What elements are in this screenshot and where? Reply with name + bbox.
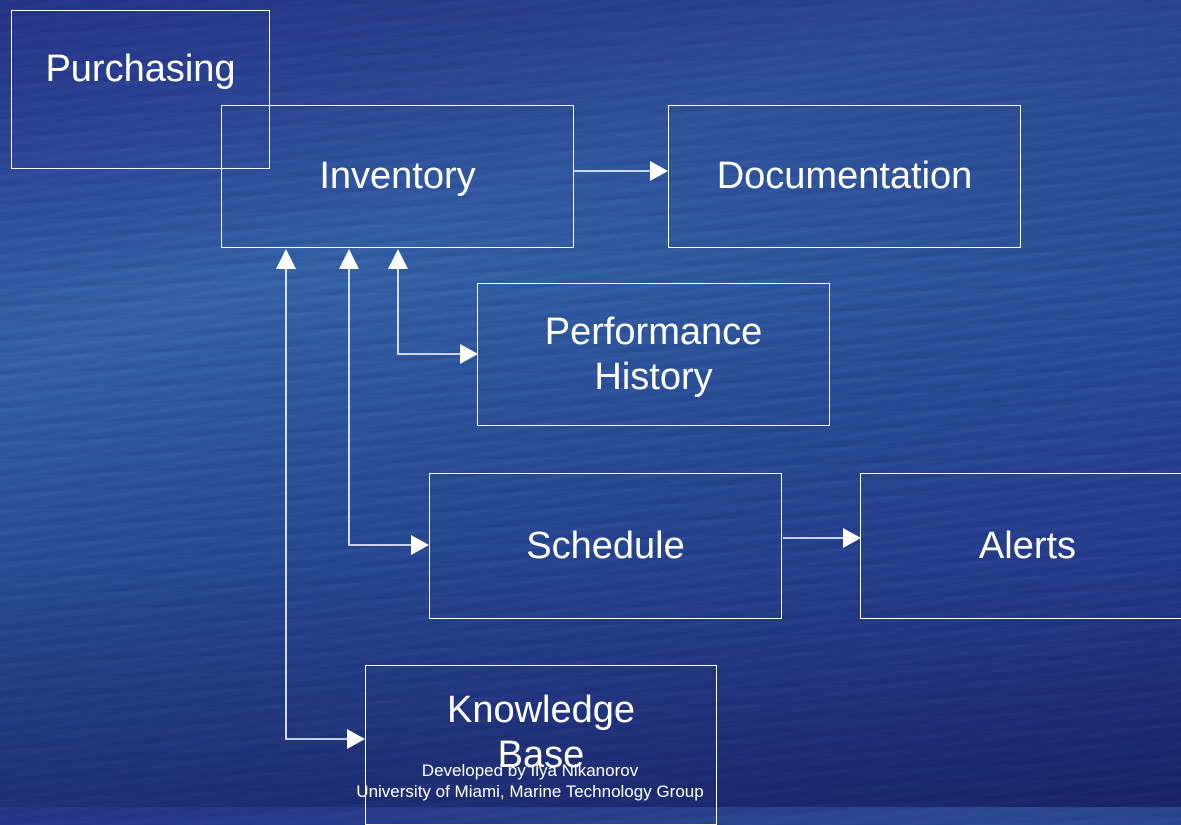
arrow-inventory-performance-line (397, 268, 462, 355)
node-schedule: Schedule (429, 473, 782, 619)
arrowhead-alerts (843, 528, 861, 548)
arrowhead-inventory-from-schedule (339, 249, 359, 269)
node-inventory-label: Inventory (319, 155, 476, 198)
footer-developer: Developed by Ilya Nikanorov (421, 761, 639, 780)
node-documentation: Documentation (668, 105, 1021, 248)
node-purchasing: Purchasing (11, 10, 270, 169)
node-schedule-label: Schedule (526, 524, 685, 567)
node-performance-history-label: Performance History (544, 310, 763, 398)
arrowhead-documentation (650, 161, 668, 181)
footer-credits: Developed by Ilya Nikanorov University o… (200, 760, 860, 802)
arrowhead-knowledge-base (347, 729, 365, 749)
node-inventory: Inventory (221, 105, 574, 248)
node-performance-history: Performance History (477, 283, 830, 426)
arrow-inventory-knowledge-line (285, 268, 349, 740)
connector-layer (0, 0, 1181, 807)
footer-organization: University of Miami, Marine Technology G… (356, 782, 704, 801)
arrowhead-performance-history (460, 344, 478, 364)
node-documentation-label: Documentation (716, 155, 973, 198)
node-alerts: Alerts (860, 473, 1181, 619)
node-knowledge-base-label: Knowledge Base (446, 689, 636, 776)
arrowhead-inventory-from-knowledge (276, 249, 296, 269)
node-purchasing-label: Purchasing (45, 48, 236, 90)
arrowhead-inventory-from-performance (388, 249, 408, 269)
arrowhead-schedule (411, 535, 429, 555)
arrow-inventory-schedule-line (348, 268, 413, 546)
node-alerts-label: Alerts (978, 524, 1077, 567)
